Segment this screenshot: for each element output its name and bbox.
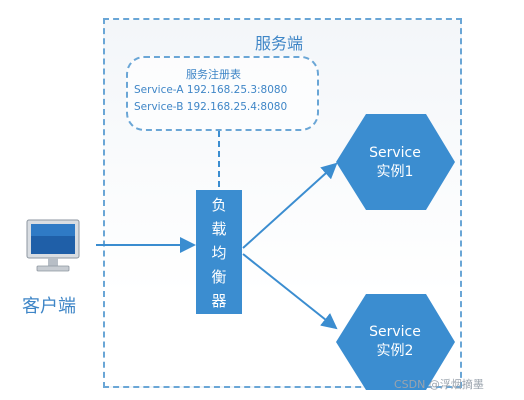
service-hexagon-1 (336, 114, 455, 210)
service-name: Service (369, 145, 421, 161)
service-hexagon-2 (336, 294, 455, 390)
lb-to-service2-arrow (242, 253, 338, 330)
service-registry-box (126, 56, 319, 131)
server-title: 服务端 (255, 34, 304, 53)
lb-char: 均 (211, 244, 227, 262)
service-instance-name: 实例1 (376, 164, 414, 180)
client-label: 客户端 (22, 296, 76, 317)
registry-title: 服务注册表 (186, 68, 241, 81)
lb-char: 载 (211, 220, 227, 238)
lb-char: 衡 (211, 268, 227, 286)
service-name: Service (369, 324, 421, 340)
watermark: CSDN @浮烟摘墨 (394, 378, 484, 391)
lb-to-service1-arrow (242, 162, 338, 249)
registry-entry: Service-B 192.168.25.4:8080 (134, 101, 288, 113)
lb-char: 负 (211, 196, 227, 214)
service-instance-name: 实例2 (376, 343, 414, 359)
load-balancer-bar: 负 载 均 衡 器 (196, 190, 242, 314)
service-instance-1-label: Service 实例1 (345, 144, 445, 182)
registry-entry: Service-A 192.168.25.3:8080 (134, 84, 288, 96)
computer-monitor-icon (26, 219, 80, 272)
lb-char: 器 (211, 292, 227, 310)
service-instance-2-label: Service 实例2 (345, 323, 445, 361)
